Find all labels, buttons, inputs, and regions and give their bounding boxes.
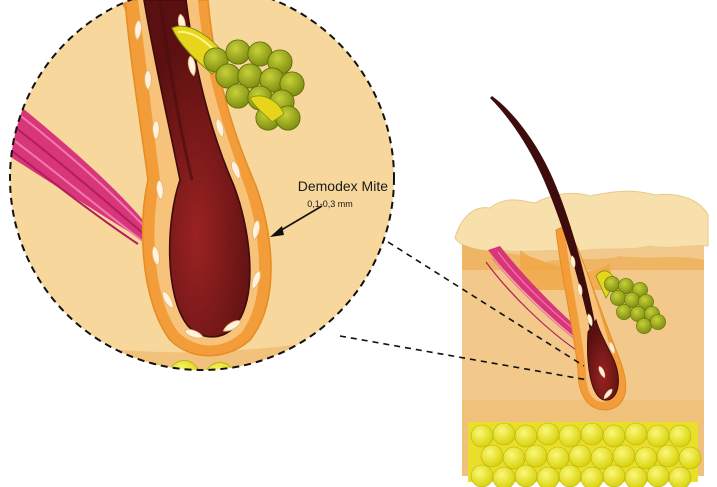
magnifier-outline [9,0,395,371]
hair-bulb-small [587,318,619,401]
zoom-line-upper [387,241,585,367]
sebaceous-gland [171,25,305,131]
label-arrow [277,205,323,233]
mite-label-size: 0,1-0,3 mm [307,199,353,209]
magnified-view: Demodex Mite 0,1-0,3 mm [9,0,395,371]
hair-shaft [143,0,251,338]
fat-layer [468,422,702,487]
arrow-head-icon [270,226,284,237]
epidermis-layer [454,190,709,253]
skin-cross-section [454,96,709,487]
mite-label: Demodex Mite 0,1-0,3 mm [270,178,388,237]
mite-label-title: Demodex Mite [298,178,388,194]
zoom-line-lower [339,335,589,381]
sebaceous-gland-small [595,270,666,334]
